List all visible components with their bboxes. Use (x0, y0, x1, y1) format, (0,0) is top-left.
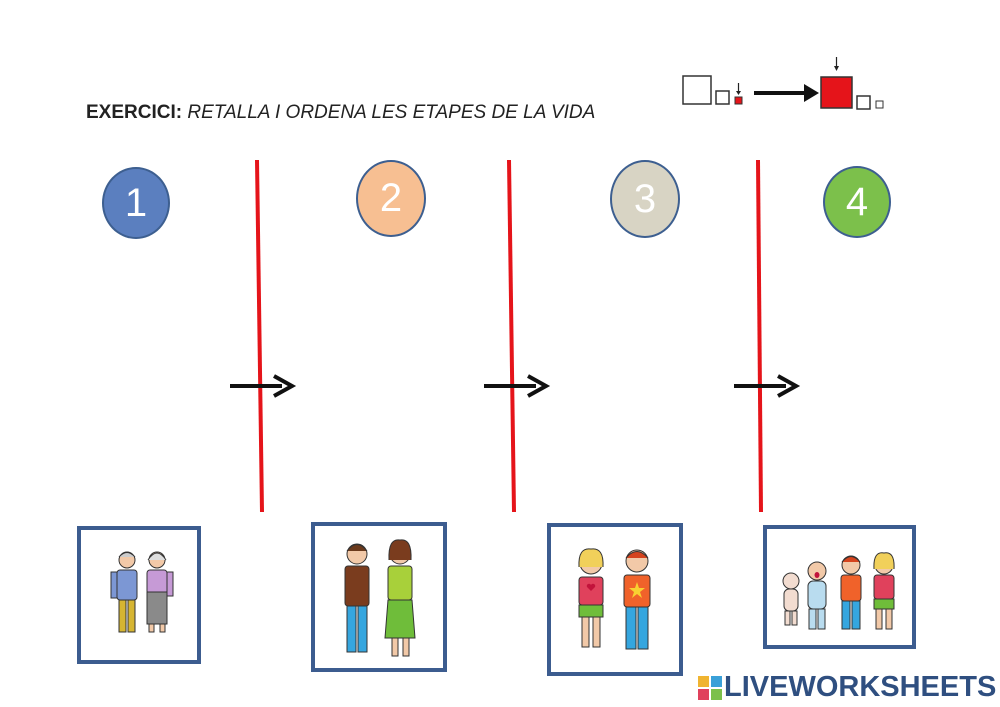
liveworksheets-logo: LIVEWORKSHEETS (698, 671, 996, 704)
exercise-instruction: RETALLA I ORDENA LES ETAPES DE LA VIDA (187, 102, 596, 123)
step-2-number: 2 (379, 176, 403, 220)
step-2-circle: 2 (356, 160, 426, 237)
divider-1 (255, 159, 264, 513)
arrow-3-icon (734, 374, 801, 398)
divider-2 (507, 159, 516, 513)
elderly-couple-icon (110, 551, 174, 633)
card-children[interactable] (763, 525, 916, 649)
card-teenagers[interactable] (547, 523, 683, 676)
step-4-circle: 4 (823, 166, 891, 238)
exercise-title: EXERCICI: RETALLA I ORDENA LES ETAPES DE… (86, 102, 595, 124)
card-elderly-couple[interactable] (77, 526, 201, 664)
children-icon (782, 552, 895, 630)
arrow-1-icon (230, 374, 297, 398)
teenagers-icon (578, 548, 651, 650)
brand-text: LIVEWORKSHEETS (724, 671, 997, 703)
adult-couple-icon (344, 539, 416, 657)
step-3-circle: 3 (610, 160, 680, 238)
card-adult-couple[interactable] (311, 522, 447, 672)
small-to-large-order-icon (682, 55, 897, 120)
step-1-number: 1 (124, 180, 148, 225)
step-3-number: 3 (633, 176, 657, 221)
step-4-number: 4 (845, 179, 869, 224)
exercise-label: EXERCICI: (86, 102, 183, 123)
liveworksheets-icon (698, 675, 722, 700)
divider-3 (756, 159, 763, 513)
arrow-2-icon (484, 374, 551, 398)
step-1-circle: 1 (102, 167, 170, 239)
